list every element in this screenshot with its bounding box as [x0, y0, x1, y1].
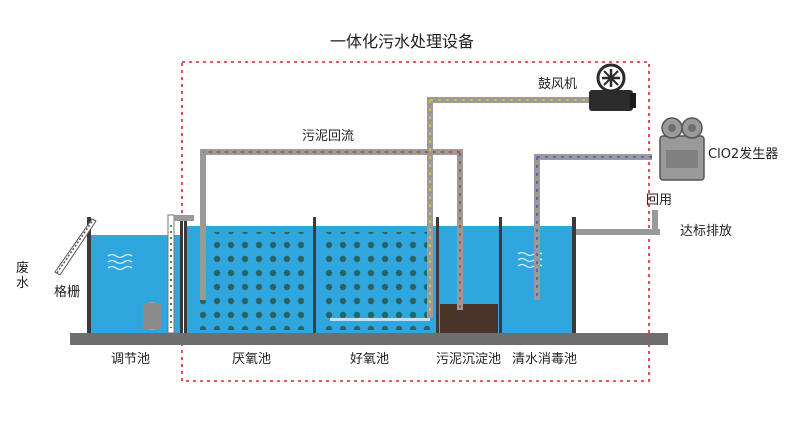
diagram-title: 一体化污水处理设备	[330, 32, 475, 51]
water-regulating	[90, 235, 182, 333]
regulating-pump	[143, 303, 161, 329]
blower-icon	[589, 63, 636, 111]
anoxic-media	[200, 232, 308, 330]
label-sludge-return: 污泥回流	[302, 129, 355, 144]
label-blower: 鼓风机	[538, 77, 578, 92]
label-anoxic-tank: 厌氧池	[232, 352, 272, 367]
label-clo2-generator: ClO2发生器	[708, 147, 779, 162]
equipment-boundary	[181, 61, 650, 382]
label-reuse: 回用	[646, 193, 673, 208]
label-aerobic-tank: 好氧池	[350, 352, 390, 367]
label-regulating-tank: 调节池	[111, 352, 151, 367]
clo2-generator-icon	[659, 117, 705, 181]
aerator-diffuser	[330, 318, 430, 321]
transfer-pipe	[167, 214, 194, 334]
tank-walls	[87, 217, 576, 333]
label-discharge: 达标排放	[680, 224, 733, 239]
label-screen: 格栅	[54, 285, 81, 300]
water-wave-icon	[107, 251, 543, 271]
aerobic-media	[320, 232, 430, 330]
label-sedimentation-tank: 污泥沉淀池	[436, 352, 502, 367]
label-wastewater: 废水	[16, 261, 30, 291]
ground-slab	[70, 333, 668, 345]
label-disinfection-tank: 清水消毒池	[512, 352, 578, 367]
screen-grating	[54, 218, 97, 276]
sludge-hopper	[440, 304, 498, 333]
